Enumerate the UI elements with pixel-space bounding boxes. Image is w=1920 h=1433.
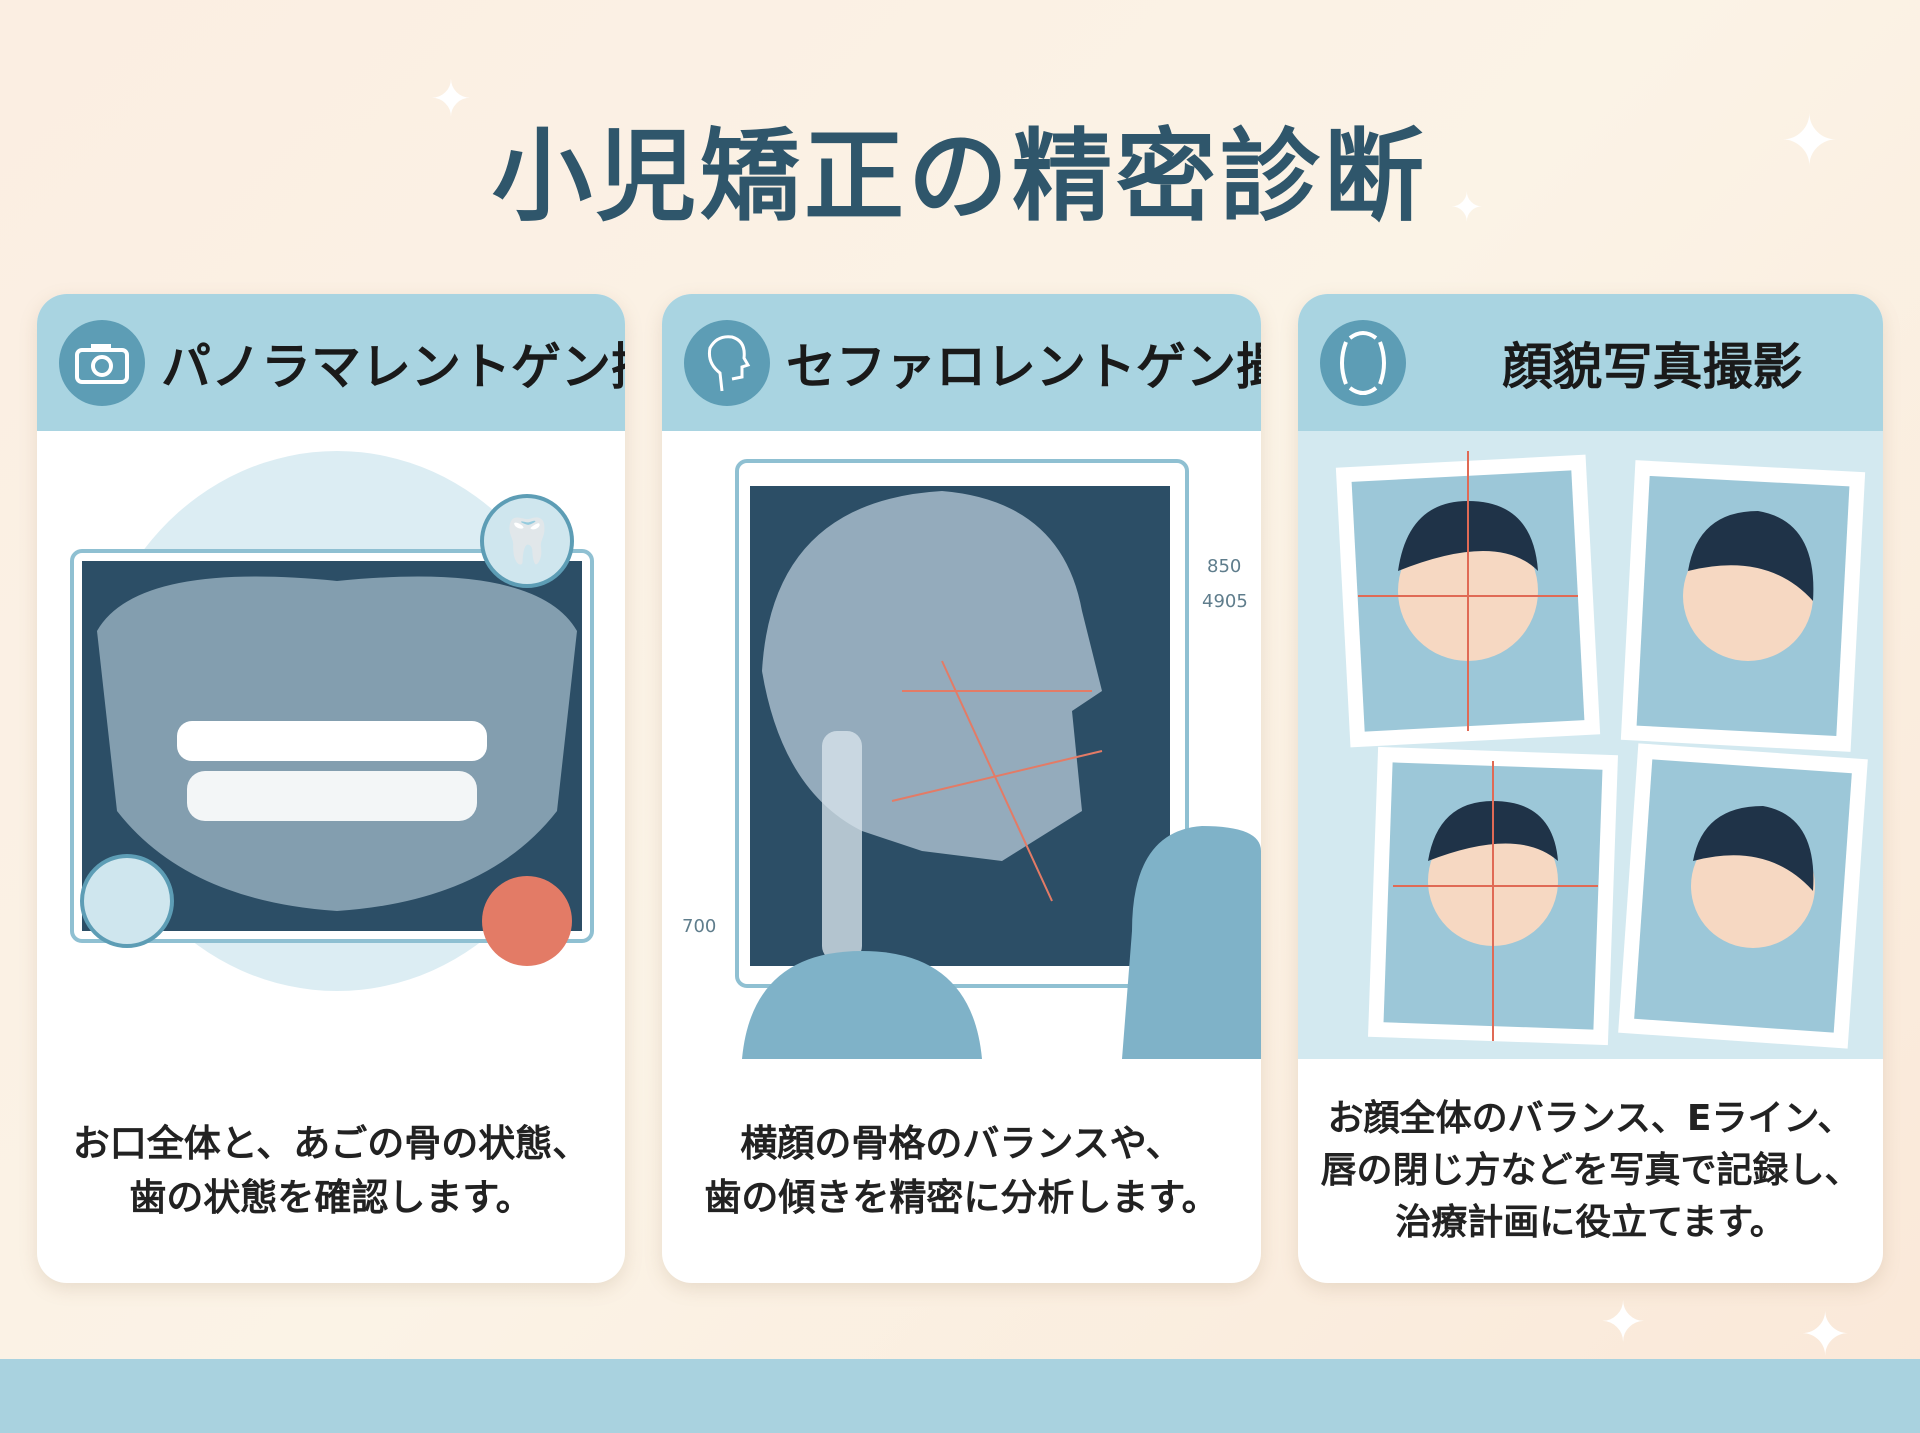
card-panorama: パノラマレントゲン撮影 🦷 お口全体と、あごの骨の状態、歯の状態を確認します。 bbox=[37, 294, 625, 1283]
card-description: お口全体と、あごの骨の状態、歯の状態を確認します。 bbox=[37, 1059, 625, 1283]
card-facial-photo: 顔貌写真撮影 お bbox=[1298, 294, 1883, 1283]
desc-line: 歯の傾きを精密に分析します。 bbox=[704, 1176, 1219, 1219]
bottom-band bbox=[0, 1359, 1920, 1433]
sparkle-icon: ✦ bbox=[1600, 1290, 1647, 1354]
sparkle-icon: ✦ bbox=[1780, 100, 1839, 182]
panorama-xray-illustration: 🦷 bbox=[37, 431, 625, 1059]
facial-photos-illustration bbox=[1298, 431, 1883, 1059]
head-profile-icon bbox=[684, 319, 770, 406]
card-title: セファロレントゲン撮影 bbox=[786, 337, 1261, 396]
card-description: お顔全体のバランス、Eライン、唇の閉じ方などを写真で記録し、治療計画に役立てます… bbox=[1298, 1059, 1883, 1283]
card-title: パノラマレントゲン撮影 bbox=[161, 337, 625, 396]
sparkle-icon: ✦ bbox=[1450, 185, 1484, 231]
measure-label: 700 bbox=[682, 916, 717, 937]
desc-line: お口全体と、あごの骨の状態、 bbox=[72, 1122, 590, 1166]
page-title: 小児矯正の精密診断 bbox=[492, 118, 1428, 235]
sparkle-icon: ✦ bbox=[1800, 1300, 1851, 1370]
card-cephalo: セファロレントゲン撮影 850 4905 700 横顔の骨格のバランスや、歯の傾… bbox=[662, 294, 1261, 1283]
face-outline-icon bbox=[1320, 319, 1406, 406]
camera-icon bbox=[59, 319, 145, 406]
desc-line: 横顔の骨格のバランスや、 bbox=[740, 1122, 1183, 1166]
card-title: 顔貌写真撮影 bbox=[1502, 337, 1803, 396]
sparkle-icon: ✦ bbox=[430, 70, 472, 128]
card-header: パノラマレントゲン撮影 bbox=[37, 294, 625, 431]
svg-text:🦷: 🦷 bbox=[500, 516, 555, 567]
desc-line: お顔全体のバランス、Eライン、 bbox=[1327, 1097, 1854, 1139]
desc-line: 治療計画に役立てます。 bbox=[1395, 1202, 1786, 1244]
card-header: セファロレントゲン撮影 bbox=[662, 294, 1261, 431]
photo-side-smile bbox=[1620, 460, 1866, 752]
card-header: 顔貌写真撮影 bbox=[1298, 294, 1883, 431]
cephalo-xray-illustration: 850 4905 700 bbox=[662, 431, 1261, 1059]
card-description: 横顔の骨格のバランスや、歯の傾きを精密に分析します。 bbox=[662, 1059, 1261, 1283]
measure-label: 850 bbox=[1207, 556, 1242, 577]
measure-label: 4905 bbox=[1202, 591, 1248, 612]
desc-line: 歯の状態を確認します。 bbox=[129, 1176, 533, 1219]
photo-side-neutral bbox=[1618, 743, 1868, 1049]
desc-line: 唇の閉じ方などを写真で記録し、 bbox=[1320, 1149, 1861, 1191]
